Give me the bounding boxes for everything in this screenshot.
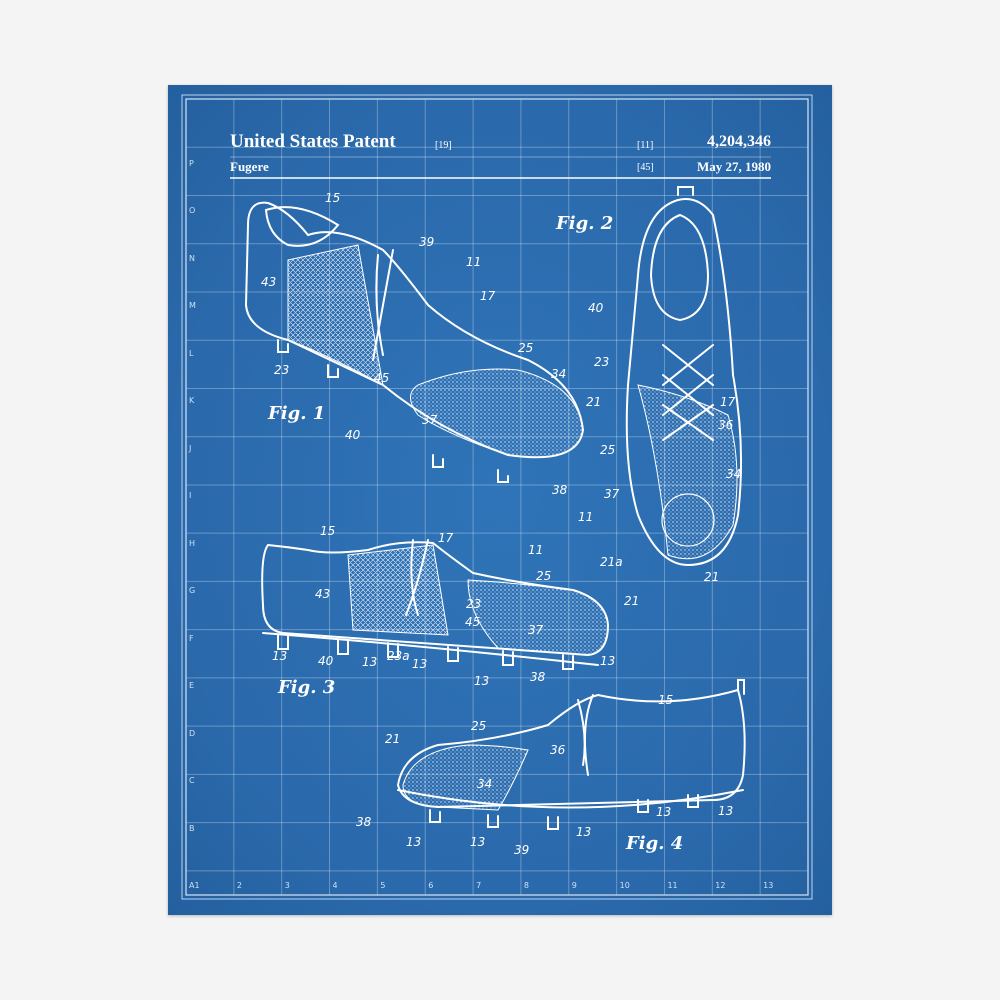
ref-label: 21a xyxy=(600,555,623,569)
grid-column-label: 13 xyxy=(763,881,774,890)
ref-label: 15 xyxy=(325,191,341,205)
fig3-label: Fig. 3 xyxy=(278,677,336,698)
ref-label: 36 xyxy=(550,743,566,757)
inner-border xyxy=(185,98,809,896)
patent-blueprint-poster: United States Patent [19] Fugere [11] 4,… xyxy=(168,85,832,915)
ref-label: 34 xyxy=(477,777,493,791)
grid-row-label: N xyxy=(189,253,195,263)
number-code: [11] xyxy=(637,140,654,151)
grid-column-label: 7 xyxy=(476,881,482,890)
grid-row-label: D xyxy=(189,728,196,738)
ref-label: 13 xyxy=(470,835,486,849)
fig1-label: Fig. 1 xyxy=(268,403,326,424)
grid-column-label: 4 xyxy=(332,881,338,890)
grid-column-label: 5 xyxy=(380,881,386,890)
grid-column-label: 9 xyxy=(571,881,577,890)
fig2-shoe-drawing xyxy=(625,186,743,567)
grid-row-label: P xyxy=(189,158,194,168)
ref-label: 13 xyxy=(600,654,616,668)
ref-label: 11 xyxy=(466,255,482,269)
grid-row-label: I xyxy=(189,491,192,501)
ref-label: 13 xyxy=(656,805,672,819)
ref-label: 25 xyxy=(471,719,487,733)
ref-label: 13 xyxy=(272,649,288,663)
ref-label: 17 xyxy=(438,531,454,545)
ref-label: 38 xyxy=(530,670,546,684)
inventor-name: Fugere xyxy=(230,159,269,174)
grid-column-label: 6 xyxy=(428,881,434,890)
ref-label: 39 xyxy=(419,235,435,249)
ref-label: 37 xyxy=(604,487,620,501)
ref-label: 38 xyxy=(356,815,372,829)
ref-label: 43 xyxy=(261,275,277,289)
ref-label: 40 xyxy=(318,654,334,668)
grid-row-label: O xyxy=(189,206,196,216)
ref-label: 17 xyxy=(720,395,736,409)
ref-label: 38 xyxy=(552,483,568,497)
ref-label: 34 xyxy=(551,367,567,381)
ref-label: 21 xyxy=(385,732,401,746)
grid-row-label: H xyxy=(189,538,196,548)
ref-label: 34 xyxy=(726,467,742,481)
patent-date: May 27, 1980 xyxy=(696,159,771,174)
grid-row-label: B xyxy=(189,823,195,833)
grid-column-label: 11 xyxy=(667,881,678,890)
fig1-shoe-drawing xyxy=(244,201,585,483)
ref-label: 13 xyxy=(406,835,422,849)
ref-label: 25 xyxy=(536,569,552,583)
outer-border xyxy=(181,94,813,900)
ref-label: 17 xyxy=(480,289,496,303)
ref-label: 43 xyxy=(315,587,331,601)
ref-label: 13 xyxy=(718,804,734,818)
grid-row-label: M xyxy=(189,301,196,311)
fig4-label: Fig. 4 xyxy=(626,833,684,854)
grid-row-label: J xyxy=(189,443,192,453)
ref-label: 23 xyxy=(594,355,610,369)
grid-column-label: 12 xyxy=(715,881,726,890)
grid-column-label: 10 xyxy=(619,881,630,890)
ref-label: 13 xyxy=(412,657,428,671)
shoe-drawings xyxy=(244,186,746,830)
grid-row-label: K xyxy=(189,396,195,406)
ref-label: 21 xyxy=(586,395,602,409)
ref-label: 21 xyxy=(624,594,640,608)
ref-label: 37 xyxy=(528,623,544,637)
ref-label: 23 xyxy=(466,597,482,611)
ref-label: 45 xyxy=(374,371,390,385)
ref-label: 23a xyxy=(387,649,410,663)
ref-label: 23 xyxy=(274,363,290,377)
fig4-shoe-drawing xyxy=(396,679,746,830)
grid-row-label: F xyxy=(189,633,194,643)
grid-row-label: G xyxy=(189,586,196,596)
patent-title: United States Patent xyxy=(230,131,396,152)
ref-label: 39 xyxy=(514,843,530,857)
ref-label: 15 xyxy=(658,693,674,707)
ref-label: 13 xyxy=(362,655,378,669)
ref-label: 36 xyxy=(718,418,734,432)
ref-label: 25 xyxy=(518,341,534,355)
grid-column-label: 3 xyxy=(284,881,290,890)
ref-label: 25 xyxy=(600,443,616,457)
fig3-shoe-drawing xyxy=(261,539,610,670)
fig2-label: Fig. 2 xyxy=(556,213,614,234)
patent-number: 4,204,346 xyxy=(707,133,771,150)
ref-label: 45 xyxy=(465,615,481,629)
ref-label: 21 xyxy=(704,570,720,584)
ref-label: 15 xyxy=(320,524,336,538)
ref-label: 11 xyxy=(528,543,544,557)
ref-label: 37 xyxy=(422,413,438,427)
date-code: [45] xyxy=(637,162,654,173)
ref-label: 40 xyxy=(588,301,604,315)
ref-label: 13 xyxy=(576,825,592,839)
grid-column-label: A1 xyxy=(189,881,200,890)
grid-row-label: L xyxy=(189,348,194,358)
grid-column-label: 8 xyxy=(523,881,530,890)
grid-row-label: E xyxy=(189,681,195,691)
title-code: [19] xyxy=(435,140,452,151)
ref-label: 13 xyxy=(474,674,490,688)
ref-label: 40 xyxy=(345,428,361,442)
grid-column-label: 2 xyxy=(236,881,242,890)
grid-row-label: C xyxy=(189,776,195,786)
ref-label: 11 xyxy=(578,510,594,524)
